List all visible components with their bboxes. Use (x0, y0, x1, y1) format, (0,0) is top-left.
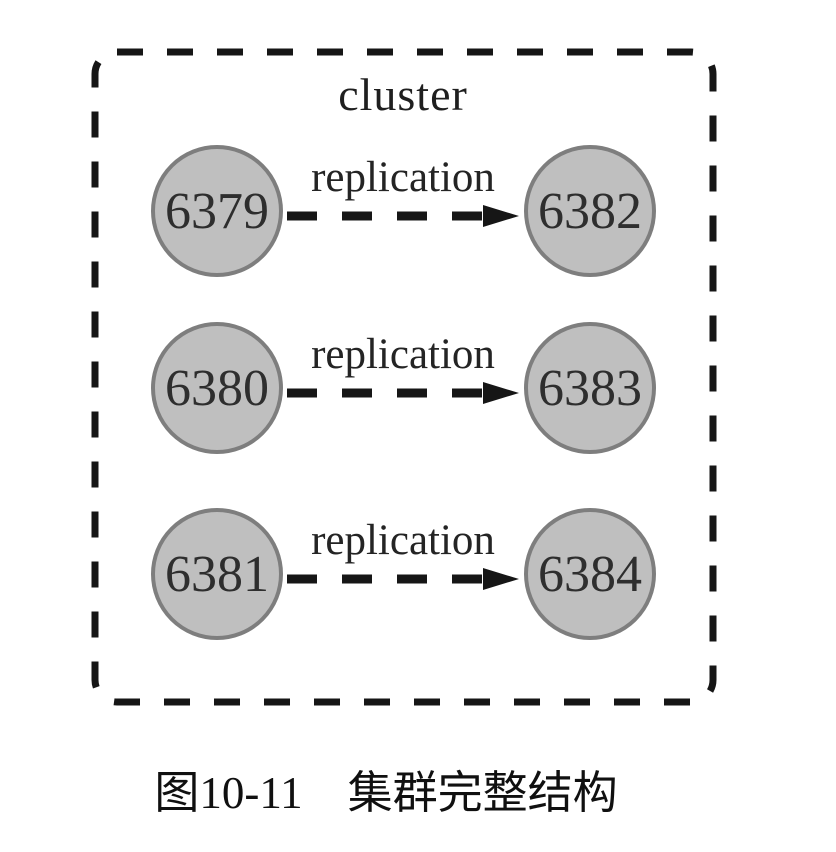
replication-arrow (287, 568, 519, 590)
cluster-label: cluster (338, 69, 468, 120)
arrowhead-icon (483, 568, 519, 590)
master-node-6380: 6380 (151, 322, 283, 454)
arrowhead-icon (483, 205, 519, 227)
master-node-6381: 6381 (151, 508, 283, 640)
replica-node-6382: 6382 (524, 145, 656, 277)
replication-link: replication (283, 145, 523, 277)
replication-link: replication (283, 322, 523, 454)
replication-label: replication (311, 331, 495, 378)
cluster-boundary (91, 48, 717, 706)
replication-row: 6381 replication 6384 (93, 508, 713, 640)
master-node-6379: 6379 (151, 145, 283, 277)
replication-row: 6379 replication 6382 (93, 145, 713, 277)
replication-arrow (287, 205, 519, 227)
replication-label: replication (311, 517, 495, 564)
replication-link: replication (283, 508, 523, 640)
replica-node-6384: 6384 (524, 508, 656, 640)
replication-label: replication (311, 154, 495, 201)
arrowhead-icon (483, 382, 519, 404)
replication-row: 6380 replication 6383 (93, 322, 713, 454)
replica-node-6383: 6383 (524, 322, 656, 454)
replication-arrow (287, 382, 519, 404)
figure-caption: 图10-11 集群完整结构 (154, 768, 618, 818)
